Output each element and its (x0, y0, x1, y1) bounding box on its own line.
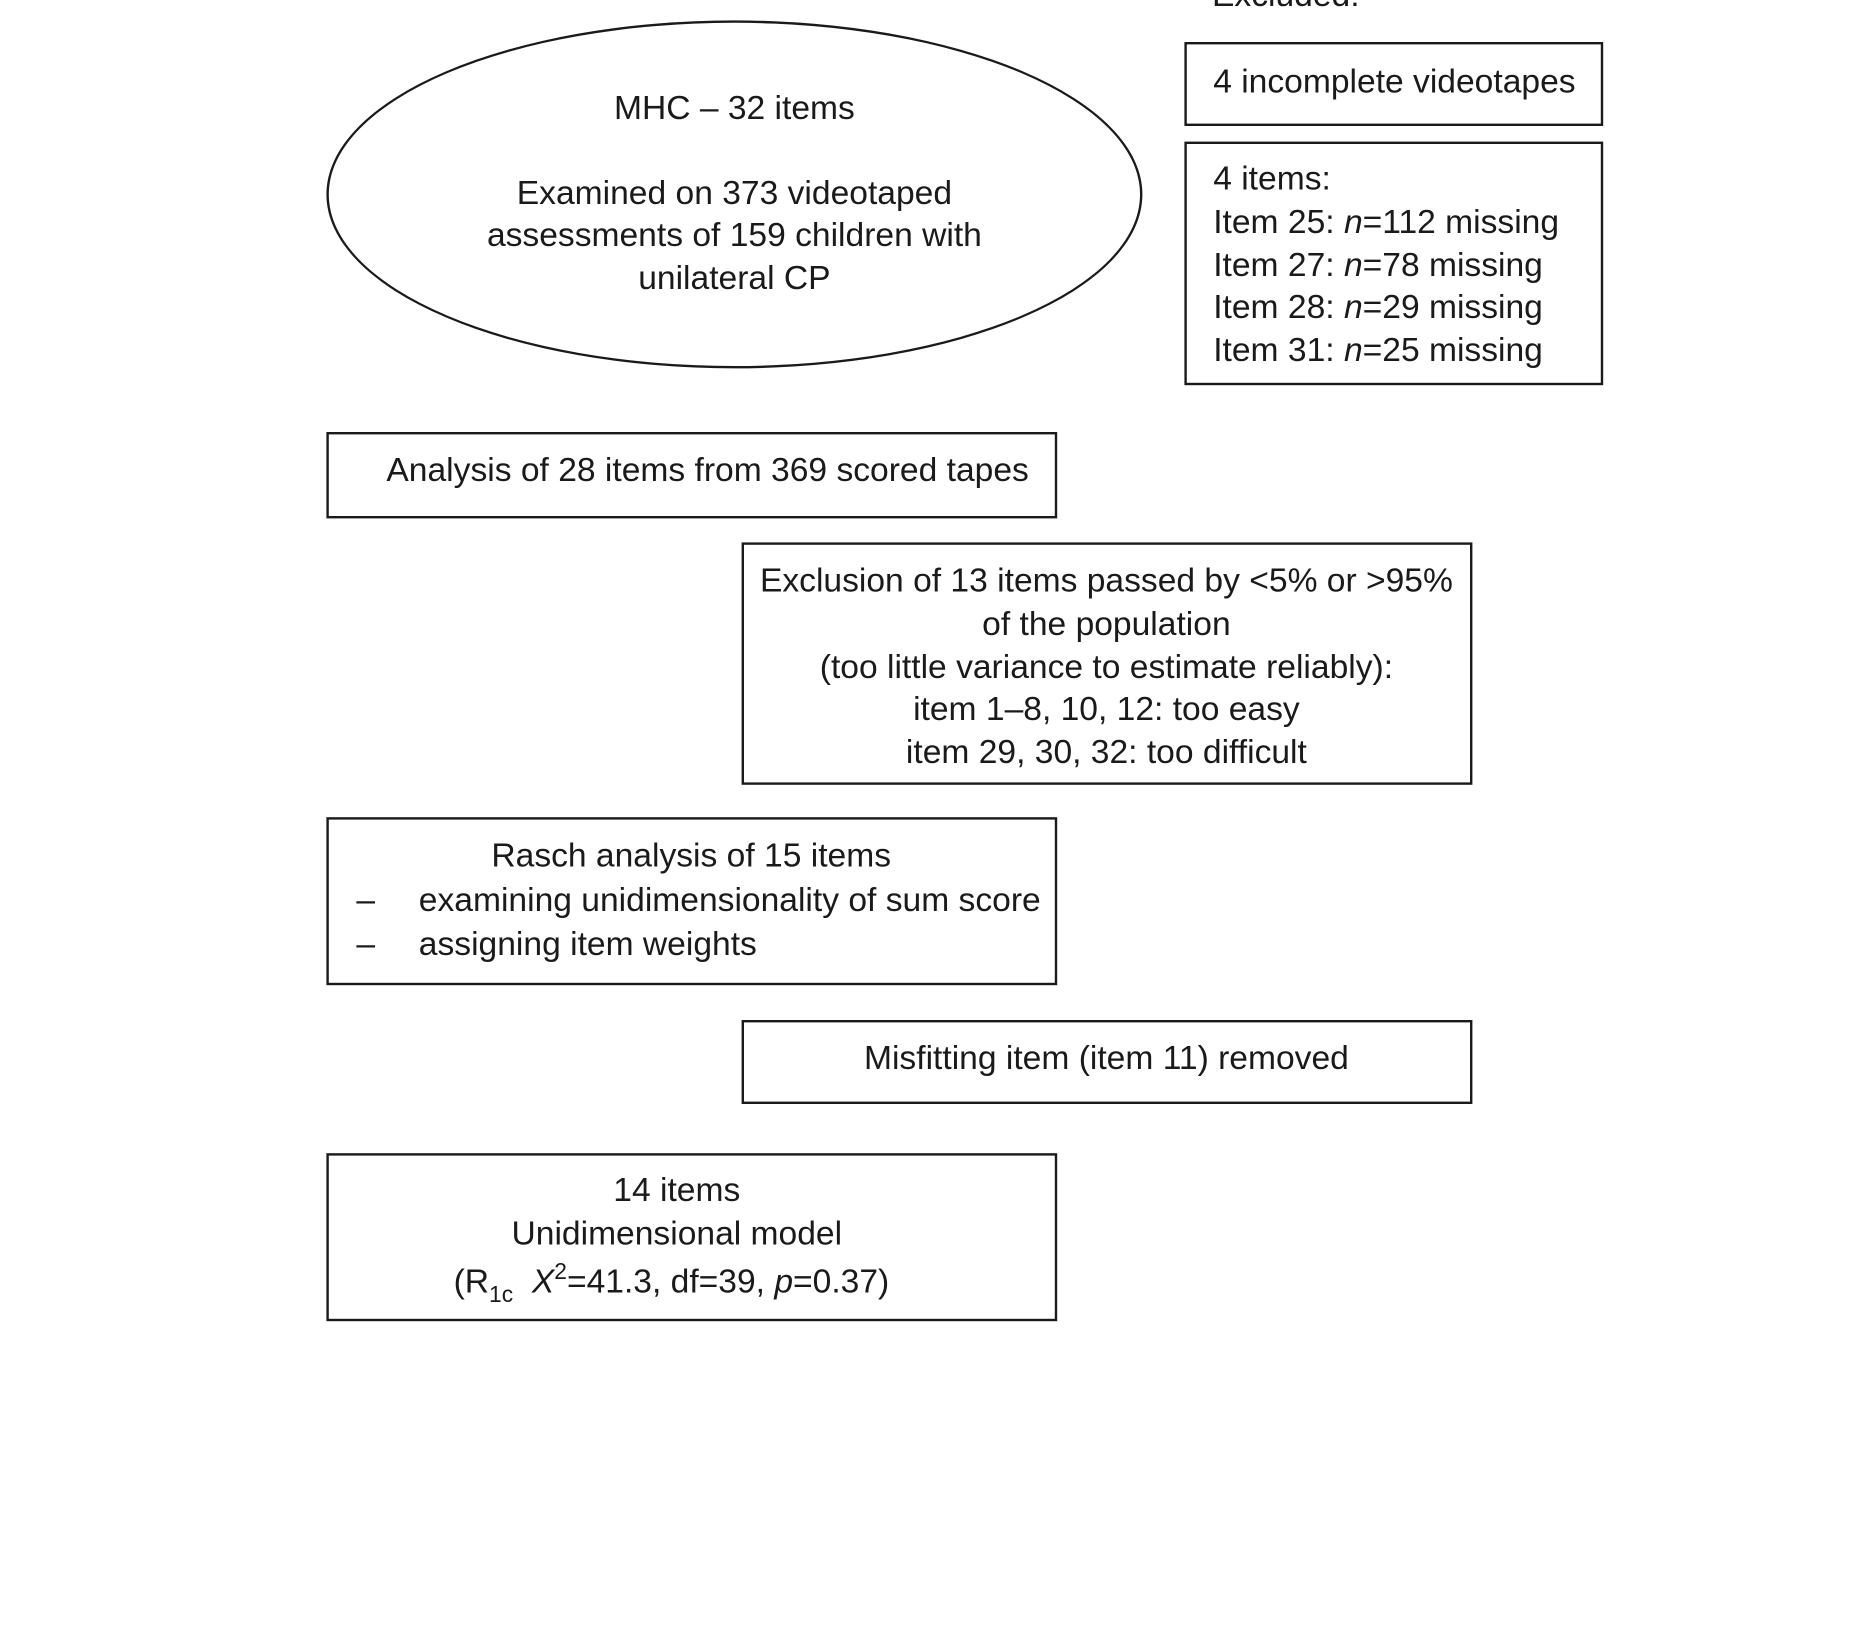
excluded-tapes-box: 4 incomplete videotapes (1184, 42, 1604, 127)
n-symbol: n (1343, 246, 1363, 284)
rasch-title: Rasch analysis of 15 items (491, 836, 892, 874)
exclusion-line-2: of the population (982, 604, 1231, 642)
item-label: Item 25: (1213, 202, 1335, 241)
excluded-header: Excluded: (1212, 0, 1360, 16)
start-oval-line-1: Examined on 373 videotaped (516, 174, 953, 212)
stat-open: (R (453, 1262, 490, 1300)
excluded-items-box: 4 items: Item 25: n=112 missing Item 27:… (1184, 141, 1604, 386)
item-label: Item 31: (1213, 331, 1335, 369)
missing-count: =78 missing (1362, 246, 1543, 284)
excluded-item-row: Item 31: n=25 missing (1213, 329, 1543, 372)
excluded-tapes-text: 4 incomplete videotapes (1213, 62, 1576, 100)
final-line-1: 14 items (613, 1171, 741, 1209)
excluded-items-header: 4 items: (1213, 159, 1331, 197)
rasch-box: Rasch analysis of 15 items – examining u… (326, 817, 1058, 986)
n-symbol: n (1343, 202, 1363, 241)
exclusion-line-1: Exclusion of 13 items passed by <5% or >… (759, 561, 1453, 599)
exclusion-line-5: item 29, 30, 32: too difficult (905, 733, 1307, 771)
missing-count: =29 missing (1362, 288, 1543, 326)
missing-count: =25 missing (1362, 331, 1543, 369)
start-oval (326, 20, 1143, 369)
excluded-item-row: Item 28: n=29 missing (1213, 286, 1543, 329)
final-stat-line: (R1c X2=41.3, df=39, p=0.37) (453, 1260, 890, 1307)
exclusion-line-3: (too little variance to estimate reliabl… (819, 648, 1394, 686)
analysis-box: Analysis of 28 items from 369 scored tap… (326, 432, 1058, 519)
stat-x-symbol: X (531, 1262, 555, 1300)
start-oval-line-3: unilateral CP (638, 259, 831, 297)
rasch-bullet-1: examining unidimensionality of sum score (418, 880, 1041, 919)
rasch-bullet-2: assigning item weights (418, 925, 757, 963)
item-label: Item 27: (1213, 246, 1335, 284)
analysis-text: Analysis of 28 items from 369 scored tap… (386, 451, 1029, 489)
exclusion-line-4: item 1–8, 10, 12: too easy (913, 690, 1300, 728)
n-symbol: n (1343, 288, 1363, 326)
misfit-box: Misfitting item (item 11) removed (741, 1020, 1473, 1104)
excluded-item-row: Item 27: n=78 missing (1213, 244, 1543, 287)
n-symbol: n (1343, 331, 1363, 369)
stat-subscript: 1c (489, 1282, 514, 1308)
exclusion-box: Exclusion of 13 items passed by <5% or >… (741, 542, 1473, 785)
missing-count: =112 missing (1362, 202, 1560, 241)
stat-p-symbol: p (774, 1262, 794, 1300)
stat-values: =41.3, df=39, (566, 1262, 775, 1300)
final-box: 14 items Unidimensional model (R1c X2=41… (326, 1153, 1058, 1322)
stat-superscript: 2 (554, 1260, 567, 1286)
rasch-bullet-mark: – (356, 880, 376, 919)
final-line-2: Unidimensional model (511, 1214, 843, 1252)
excluded-item-row: Item 25: n=112 missing (1213, 200, 1559, 243)
item-label: Item 28: (1213, 288, 1335, 326)
rasch-bullet-mark: – (356, 925, 376, 963)
misfit-text: Misfitting item (item 11) removed (863, 1039, 1349, 1077)
start-oval-line-2: assessments of 159 children with (486, 216, 982, 254)
stat-p-value: =0.37) (793, 1262, 890, 1300)
start-oval-title: MHC – 32 items (613, 88, 855, 127)
